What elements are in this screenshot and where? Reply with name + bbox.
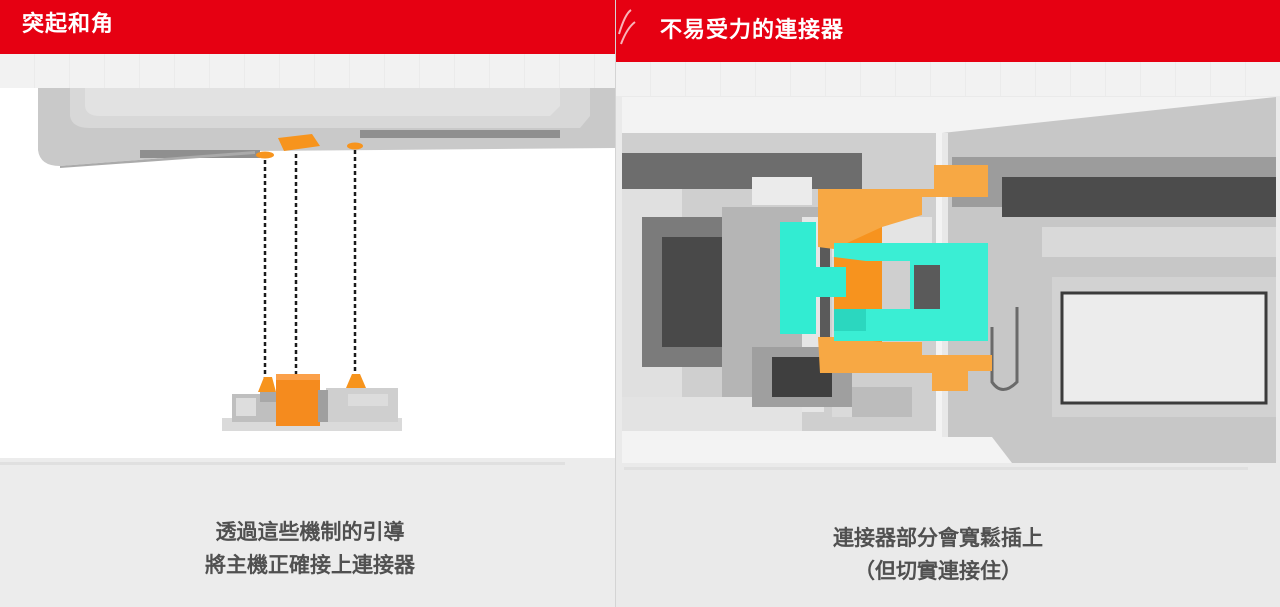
right-panel: 不易受力的連接器 bbox=[616, 0, 1280, 607]
right-caption-line-2: （但切實連接住） bbox=[854, 559, 1022, 583]
alignment-lines bbox=[263, 150, 357, 380]
right-caption: 連接器部分會寬鬆插上 （但切實連接住） bbox=[800, 522, 1076, 588]
right-header: 不易受力的連接器 bbox=[616, 0, 1280, 62]
left-title: 突起和角 bbox=[22, 12, 115, 37]
header-swoosh-icon bbox=[618, 9, 636, 45]
left-caption-line-1: 透過這些機制的引導 bbox=[215, 520, 405, 544]
right-caption-line-1: 連接器部分會寬鬆插上 bbox=[833, 526, 1043, 550]
right-divider-rule bbox=[624, 467, 1248, 470]
connector-cross-section-illustration bbox=[622, 97, 1276, 463]
dock-connector-base bbox=[222, 374, 402, 431]
left-header: 突起和角 bbox=[0, 0, 615, 54]
dock-housing bbox=[942, 97, 1276, 463]
cyan-connector bbox=[780, 222, 988, 341]
left-caption-line-2: 將主機正確接上連接器 bbox=[205, 553, 415, 577]
right-header-strip bbox=[616, 62, 1280, 96]
left-header-strip bbox=[0, 54, 615, 88]
left-panel: 突起和角 bbox=[0, 0, 615, 607]
panel-divider bbox=[615, 0, 616, 607]
left-divider-rule bbox=[0, 462, 565, 465]
console-guide-notches bbox=[256, 134, 363, 159]
left-caption: 透過這些機制的引導 將主機正確接上連接器 bbox=[150, 516, 470, 582]
console-housing bbox=[622, 133, 936, 431]
console-body bbox=[38, 88, 615, 168]
guide-mechanism-illustration bbox=[0, 88, 615, 458]
right-title: 不易受力的連接器 bbox=[660, 18, 845, 43]
